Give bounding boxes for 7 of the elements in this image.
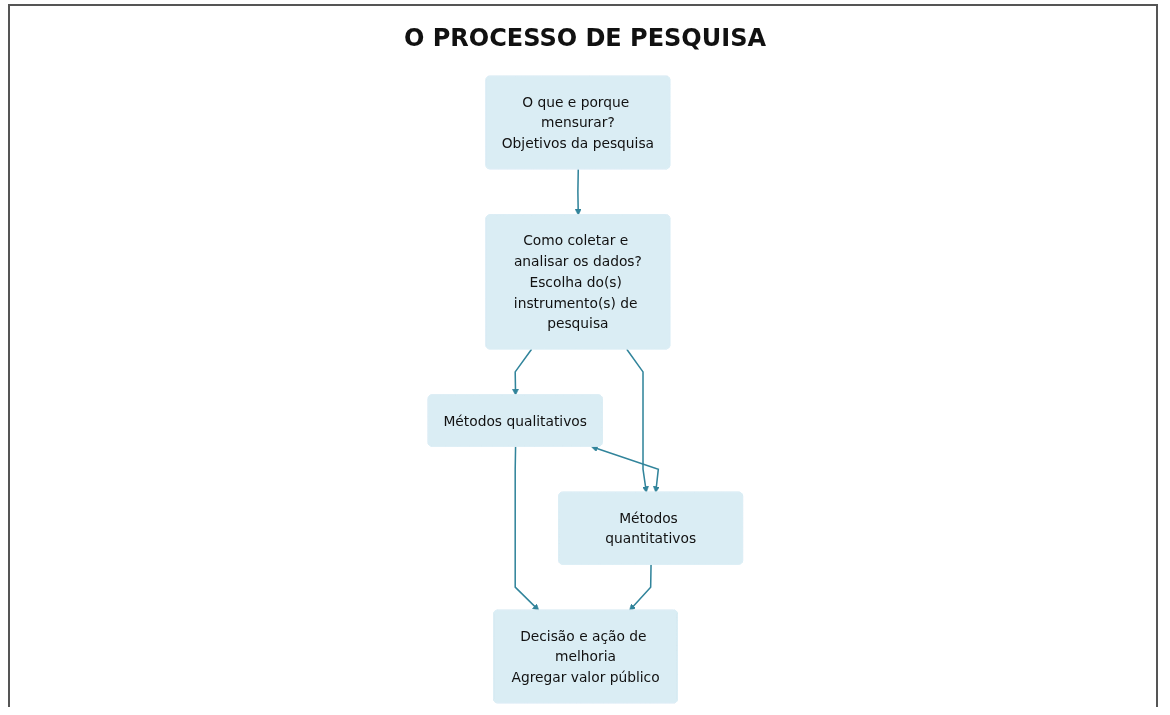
arrow	[628, 563, 652, 611]
arrow	[574, 168, 582, 216]
arrow	[511, 348, 532, 396]
arrow	[514, 445, 539, 611]
arrow	[625, 348, 649, 493]
diagram-title: O PROCESSO DE PESQUISA	[403, 24, 767, 52]
arrow	[590, 445, 660, 493]
